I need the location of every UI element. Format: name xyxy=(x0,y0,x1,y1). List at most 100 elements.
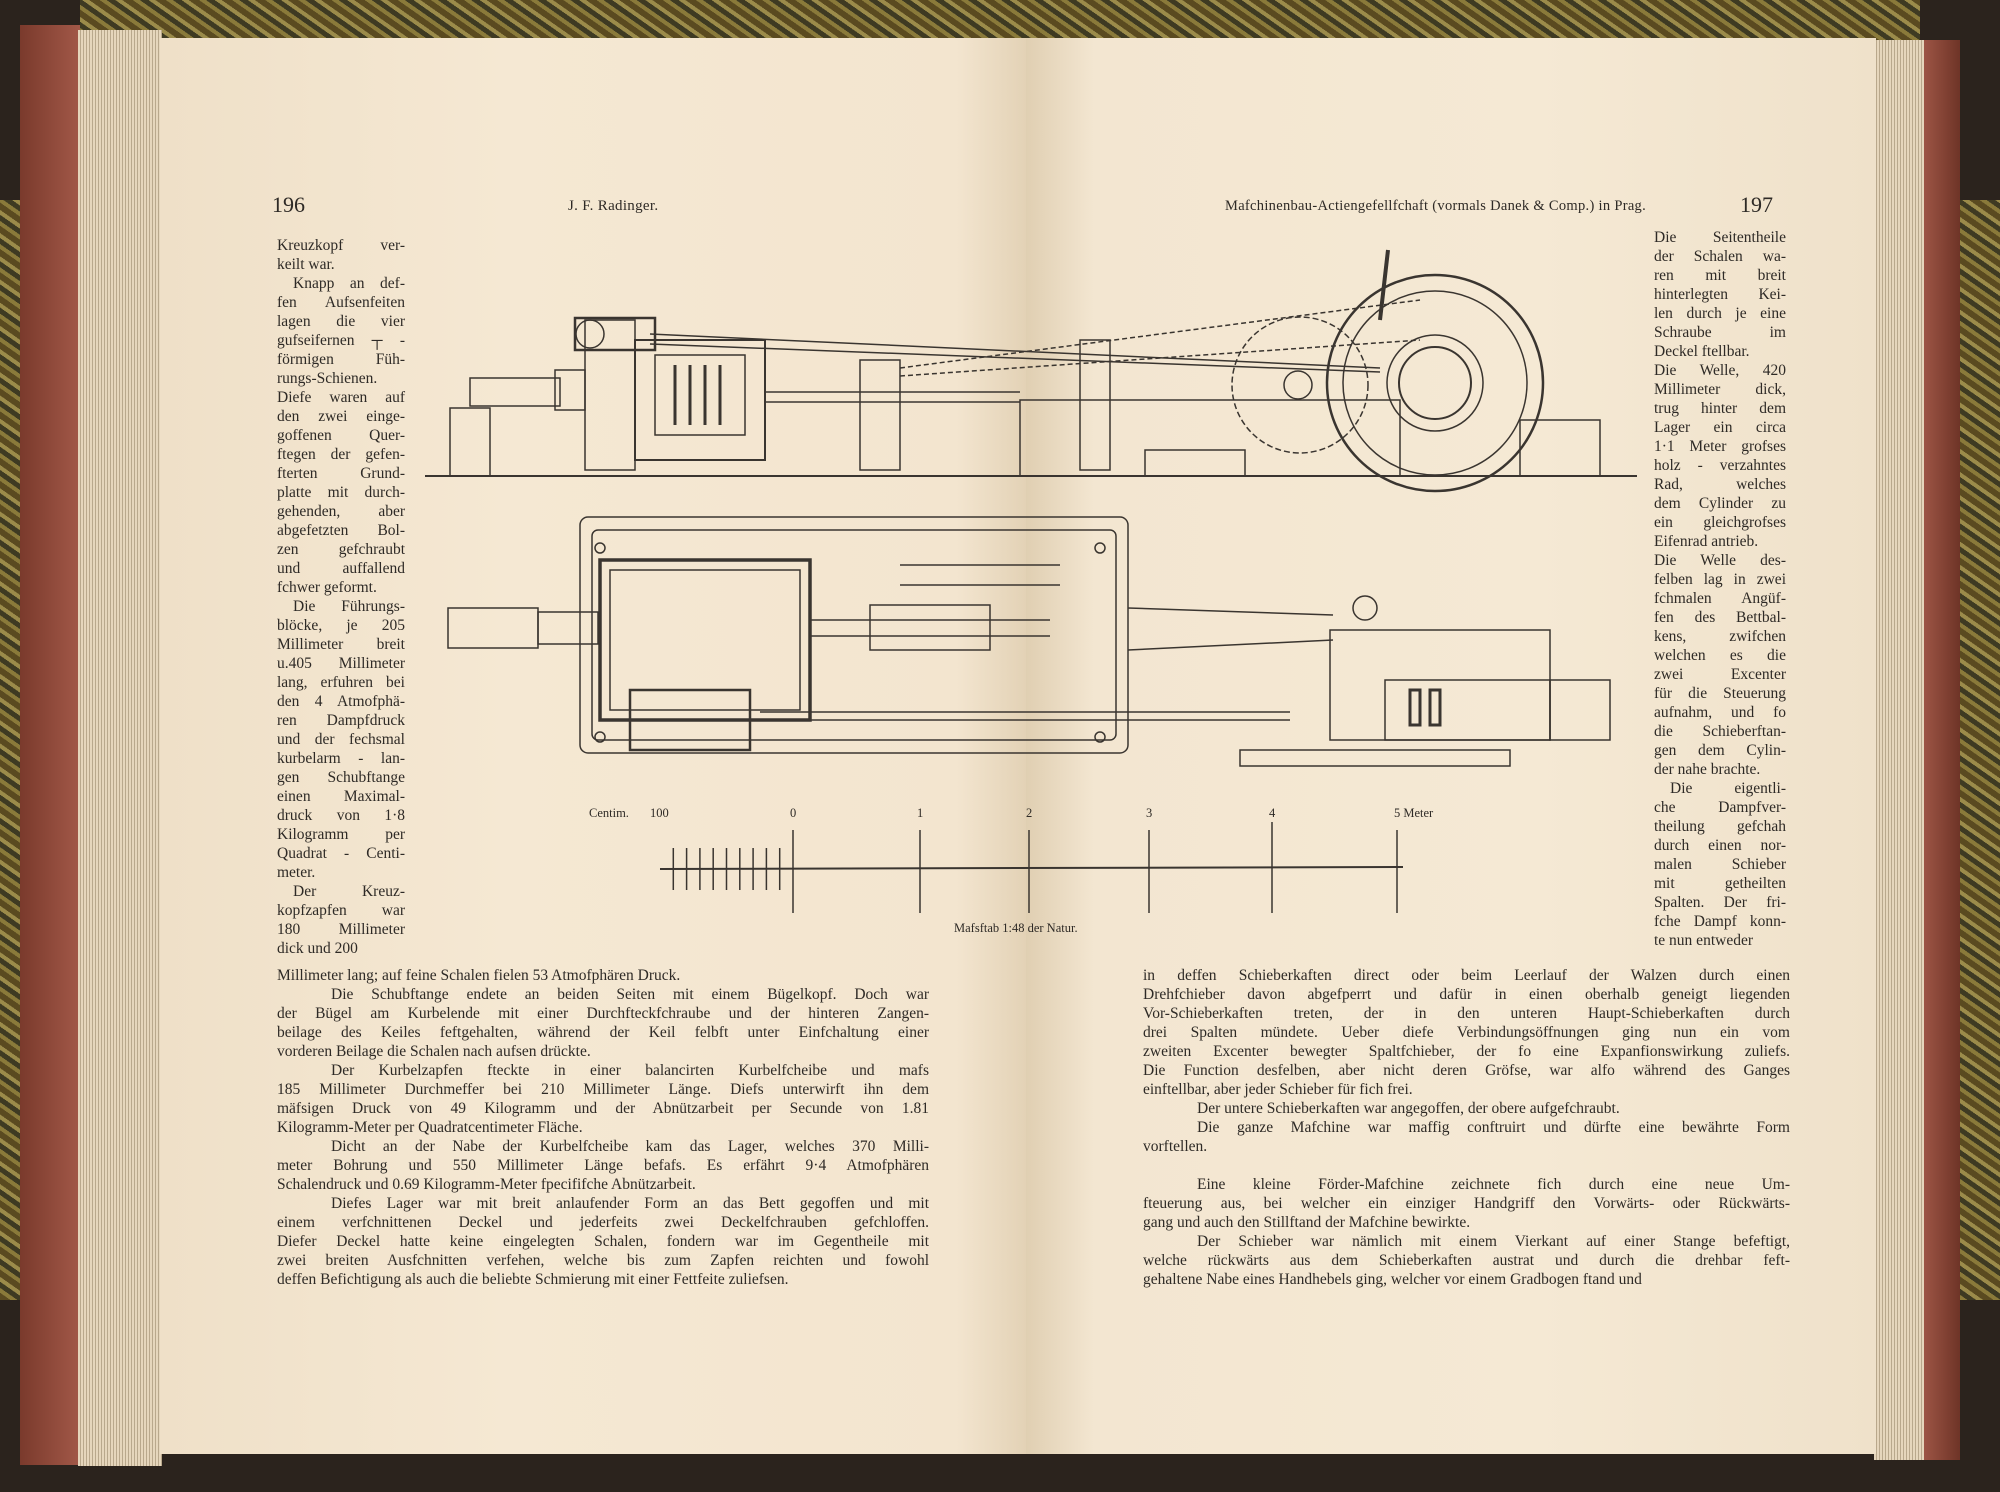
scale-tick-label: 2 xyxy=(1026,806,1033,820)
text-line: gen dem Cylin- xyxy=(1654,742,1786,759)
text-line: ren mit breit xyxy=(1654,267,1786,284)
text-line: gang und auch den Stillftand der Mafchin… xyxy=(1143,1214,1471,1231)
text-line: Knapp an def- xyxy=(293,275,405,292)
text-line: che Dampfver- xyxy=(1654,799,1786,816)
text-line: Drehfchieber davon abgefperrt und dafür … xyxy=(1143,986,1790,1003)
text-line: den 4 Atmofphä- xyxy=(277,693,405,710)
text-line: Kilogramm-Meter per Quadratcentimeter Fl… xyxy=(277,1119,583,1136)
text-line: welchen es die xyxy=(1654,647,1786,664)
text-line: Rad, welches xyxy=(1654,476,1786,493)
scale-tick-label: 4 xyxy=(1269,806,1276,820)
text-line: die Schieberftan- xyxy=(1654,723,1786,740)
scale-tick-label: 100 xyxy=(650,806,669,820)
text-line: kens, zwifchen xyxy=(1654,628,1786,645)
text-line: u.405 Millimeter xyxy=(277,655,405,672)
text-line: Die Function desfelben, aber nicht deren… xyxy=(1143,1062,1790,1079)
text-line: einen Maximal- xyxy=(277,788,405,805)
text-line: zweiten Excenter bewegter Spaltfchieber,… xyxy=(1143,1043,1790,1060)
text-line: fche Dampf konn- xyxy=(1654,913,1786,930)
plan-view xyxy=(447,516,1611,767)
text-line: blöcke, je 205 xyxy=(277,617,405,634)
text-line: einem verfchnittenen Deckel und jederfei… xyxy=(277,1214,929,1231)
text-line: Diefer Deckel hatte keine eingelegten Sc… xyxy=(277,1233,929,1250)
text-line: fchmalen Angüf- xyxy=(1654,590,1786,607)
text-line: theilung gefchah xyxy=(1654,818,1786,835)
text-line: gufseifernen ┬ - xyxy=(277,332,405,349)
text-line: Millimeter dick, xyxy=(1654,381,1786,398)
text-line: und der fechsmal xyxy=(277,731,405,748)
text-line: goffenen Quer- xyxy=(277,427,405,444)
text-line: Spalten. Der fri- xyxy=(1654,894,1786,911)
text-line: gen Schubftange xyxy=(277,769,405,786)
text-line: Die eigentli- xyxy=(1670,780,1786,797)
scale-label: Centim. xyxy=(589,806,629,820)
left-page: 196 J. F. Radinger. Kreuzkopf ver-keilt … xyxy=(160,38,1026,1454)
text-line: druck von 1·8 xyxy=(277,807,405,824)
page-edges-right xyxy=(1874,40,1924,1460)
text-line: der Bügel am Kurbelende mit einer Durchf… xyxy=(277,1005,929,1022)
text-line: drei Spalten mündete. Ueber diefe Verbin… xyxy=(1143,1024,1790,1041)
text-line: lang, erfuhren bei xyxy=(277,674,405,691)
text-line: dem Cylinder zu xyxy=(1654,495,1786,512)
text-line: Der Kreuz- xyxy=(293,883,405,900)
text-line: durch einen nor- xyxy=(1654,837,1786,854)
text-line: fen des Bettbal- xyxy=(1654,609,1786,626)
text-line: meter Bohrung und 550 Millimeter Länge b… xyxy=(277,1157,929,1174)
body-text: in deffen Schieberkaften direct oder bei… xyxy=(1143,966,1790,1289)
marbled-top-edge xyxy=(80,0,1920,40)
text-line: Die Welle, 420 xyxy=(1654,362,1786,379)
text-line: welche rückwärts aus dem Schieberkaften … xyxy=(1143,1252,1790,1269)
leather-spine-right xyxy=(1920,40,1960,1460)
text-line: Der Kurbelzapfen fteckte in einer balanc… xyxy=(331,1062,929,1079)
text-line: kurbelarm - lan- xyxy=(277,750,405,767)
side-column-text: Kreuzkopf ver-keilt war.Knapp an def-fen… xyxy=(277,236,405,958)
text-line: Die ganze Mafchine war maffig conftruirt… xyxy=(1197,1119,1790,1136)
text-line: für die Steuerung xyxy=(1654,685,1786,702)
text-line: der Schalen wa- xyxy=(1654,248,1786,265)
text-line: meter. xyxy=(277,864,316,881)
text-line: Kreuzkopf ver- xyxy=(277,237,405,254)
text-line: lagen die vier xyxy=(277,313,405,330)
text-line: einftellbar, aber jeder Schieber für fic… xyxy=(1143,1081,1413,1098)
text-line: rungs-Schienen. xyxy=(277,370,378,387)
text-line: 180 Millimeter xyxy=(277,921,405,938)
text-line: Der untere Schieberkaften war angegoffen… xyxy=(1197,1100,1620,1117)
text-line: beilage des Keiles feftgehalten, während… xyxy=(277,1024,929,1041)
text-line: Die Führungs- xyxy=(293,598,405,615)
text-line: Dicht an der Nabe der Kurbelfcheibe kam … xyxy=(331,1138,929,1155)
text-line: ren Dampfdruck xyxy=(277,712,405,729)
text-line: Diefes Lager war mit breit anlaufender F… xyxy=(331,1195,929,1212)
text-line: holz - verzahntes xyxy=(1654,457,1786,474)
page-edges-left xyxy=(78,30,162,1466)
text-line: gehaltene Nabe eines Handhebels ging, we… xyxy=(1143,1271,1642,1288)
text-line: Eine kleine Förder-Mafchine zeichnete fi… xyxy=(1197,1176,1790,1193)
scale-tick-label: 5 Meter xyxy=(1394,806,1434,820)
text-line: dick und 200 xyxy=(277,940,358,957)
text-line: Millimeter breit xyxy=(277,636,405,653)
text-line: Millimeter lang; auf feine Schalen fiele… xyxy=(277,967,681,984)
text-line: aufnahm, und fo xyxy=(1654,704,1786,721)
scale-tick-label: 1 xyxy=(917,806,924,820)
text-line: trug hinter dem xyxy=(1654,400,1786,417)
text-line: Eifenrad antrieb. xyxy=(1654,533,1759,550)
text-line: mit getheilten xyxy=(1654,875,1786,892)
text-line: Die Schubftange endete an beiden Seiten … xyxy=(331,986,929,1003)
text-line: Deckel ftellbar. xyxy=(1654,343,1750,360)
text-line: der nahe brachte. xyxy=(1654,761,1761,778)
text-line: 185 Millimeter Durchmeffer bei 210 Milli… xyxy=(277,1081,929,1098)
text-line: abgefetzten Bol- xyxy=(277,522,405,539)
text-line: Kilogramm per xyxy=(277,826,405,843)
text-line: len durch je eine xyxy=(1654,305,1786,322)
text-line: ftegen der gefen- xyxy=(277,446,405,463)
side-elevation xyxy=(425,249,1637,493)
text-line: deffen Befichtigung als auch die beliebt… xyxy=(277,1271,789,1288)
page-number: 196 xyxy=(272,192,305,217)
text-line: zwei breiten Ausfchnitten verfehen, welc… xyxy=(277,1252,929,1269)
text-line: gehenden, aber xyxy=(277,503,405,520)
text-line: Schalendruck und 0.69 Kilogramm-Meter fp… xyxy=(277,1176,696,1193)
right-page: Mafchinenbau-Actiengefellfchaft (vormals… xyxy=(1026,38,1876,1454)
text-line: fchwer geformt. xyxy=(277,579,377,596)
text-line: malen Schieber xyxy=(1654,856,1786,873)
text-line: Vor-Schieberkaften treten, der in den un… xyxy=(1143,1005,1790,1022)
text-line: fen Aufsenfeiten xyxy=(277,294,405,311)
